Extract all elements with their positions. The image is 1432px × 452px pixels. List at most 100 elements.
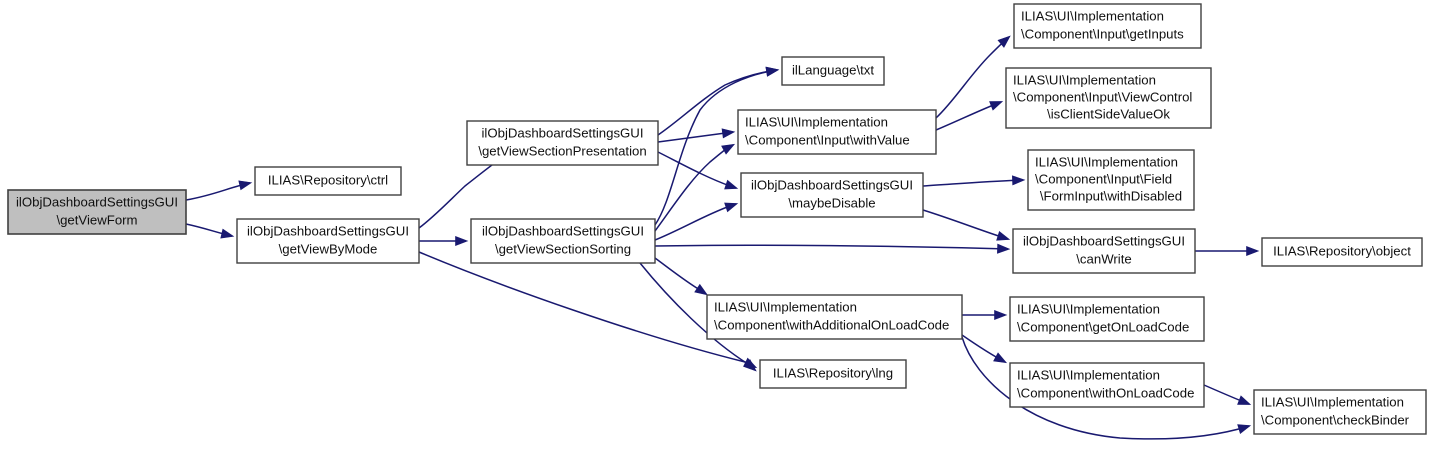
edge-line xyxy=(657,131,734,143)
node-label-line: \isClientSideValueOk xyxy=(1047,106,1170,121)
edge-line xyxy=(654,203,737,241)
edge-getViewForm-to-ctrl xyxy=(185,180,253,201)
node-label-line: \FormInput\withDisabled xyxy=(1040,188,1182,203)
edge-getViewSectionSorting-to-maybeDisable xyxy=(654,202,739,241)
edge-line xyxy=(922,179,1024,187)
arrowhead-icon xyxy=(455,235,469,247)
node-checkBinder[interactable]: ILIAS\UI\Implementation \Component\checkB… xyxy=(1253,389,1427,435)
node-getViewSectionPresentation[interactable]: ilObjDashboardSettingsGUI\getViewSection… xyxy=(466,120,659,166)
node-label-line: ILIAS\UI\Implementation xyxy=(745,114,888,129)
node-label-line: ILIAS\UI\Implementation xyxy=(1017,367,1160,382)
arrowhead-icon xyxy=(996,230,1011,241)
node-getInputs[interactable]: ILIAS\UI\Implementation\Component\Input\… xyxy=(1013,3,1202,49)
node-box[interactable] xyxy=(759,359,907,389)
edge-getViewSectionPresentation-to-maybeDisable xyxy=(657,151,739,190)
node-label-line: ILIAS\UI\Implementation xyxy=(1261,394,1404,409)
edge-withAdditionalOnLoadCode-to-getOnLoadCode xyxy=(962,309,1008,321)
node-box[interactable] xyxy=(466,120,659,166)
node-box[interactable] xyxy=(1009,362,1205,408)
edge-getViewByMode-to-lng xyxy=(418,251,758,369)
node-box[interactable] xyxy=(470,218,656,264)
node-label-line: ILIAS\Repository\object xyxy=(1273,243,1411,258)
edge-getViewSectionPresentation-to-withValue xyxy=(657,128,736,143)
arrowhead-icon xyxy=(724,179,739,190)
node-label-line: \Component\withOnLoadCode xyxy=(1017,385,1194,400)
edge-line xyxy=(961,336,1250,440)
node-label-line: \Component\checkBinder xyxy=(1261,412,1410,427)
edge-line xyxy=(639,262,756,371)
edge-line xyxy=(657,151,737,189)
node-label-line: ILIAS\UI\Implementation xyxy=(1013,72,1156,87)
node-box[interactable] xyxy=(236,218,420,264)
node-box[interactable] xyxy=(737,109,937,155)
node-box[interactable] xyxy=(254,166,402,196)
edge-canWrite-to-object xyxy=(1195,245,1260,257)
edge-line xyxy=(654,69,778,226)
node-label-line: ilObjDashboardSettingsGUI xyxy=(1023,233,1185,248)
edge-getViewSectionSorting-to-canWrite xyxy=(654,243,1011,254)
arrowhead-icon xyxy=(238,180,253,191)
node-box[interactable] xyxy=(706,294,963,340)
node-label-line: ilLanguage\txt xyxy=(792,62,874,77)
node-getOnLoadCode[interactable]: ILIAS\UI\Implementation\Component\getOnL… xyxy=(1009,296,1205,342)
node-withValue[interactable]: ILIAS\UI\Implementation \Component\Input\… xyxy=(737,109,937,155)
node-box[interactable] xyxy=(7,189,187,235)
node-label-line: ILIAS\Repository\ctrl xyxy=(268,172,388,187)
edge-getViewForm-to-getViewByMode xyxy=(185,223,235,239)
edge-withValue-to-isClientSideValueOk xyxy=(935,101,1004,131)
edge-getViewSectionSorting-to-ilLanguageTxt xyxy=(654,66,780,226)
arrowhead-icon xyxy=(997,35,1011,48)
node-withOnLoadCode[interactable]: ILIAS\UI\Implementation \Component\withOn… xyxy=(1009,362,1205,408)
arrowhead-icon xyxy=(1012,175,1026,186)
arrowhead-icon xyxy=(694,283,708,296)
arrowhead-icon xyxy=(743,359,757,372)
arrowhead-icon xyxy=(1237,395,1252,405)
node-withDisabled[interactable]: ILIAS\UI\Implementation\Component\Input\… xyxy=(1027,149,1195,211)
node-withAdditionalOnLoadCode[interactable]: ILIAS\UI\Implementation\Component\withAd… xyxy=(706,294,963,340)
node-label-line: \getViewForm xyxy=(56,212,137,227)
node-layer: ilObjDashboardSettingsGUI\getViewFormILI… xyxy=(7,3,1427,435)
node-getViewSectionSorting[interactable]: ilObjDashboardSettingsGUI\getViewSection… xyxy=(470,218,656,264)
node-box[interactable] xyxy=(1012,228,1196,274)
node-ctrl[interactable]: ILIAS\Repository\ctrl xyxy=(254,166,402,196)
arrowhead-icon xyxy=(724,202,739,213)
edge-getViewSectionSorting-to-withAdditionalOnLoadCode xyxy=(654,257,708,296)
node-ilLanguageTxt[interactable]: ilLanguage\txt xyxy=(781,56,885,86)
node-maybeDisable[interactable]: ilObjDashboardSettingsGUI\maybeDisable xyxy=(740,172,924,218)
node-box[interactable] xyxy=(1009,296,1205,342)
node-label-line: ilObjDashboardSettingsGUI xyxy=(751,177,913,192)
node-box[interactable] xyxy=(740,172,924,218)
node-getViewForm[interactable]: ilObjDashboardSettingsGUI \getViewForm xyxy=(7,189,187,235)
edge-withAdditionalOnLoadCode-to-checkBinder xyxy=(961,336,1252,440)
node-isClientSideValueOk[interactable]: ILIAS\UI\Implementation \Component\Input\… xyxy=(1005,67,1212,129)
node-label-line: ILIAS\Repository\lng xyxy=(773,365,893,380)
node-box[interactable] xyxy=(1013,3,1202,49)
arrowhead-icon xyxy=(993,352,1008,364)
node-box[interactable] xyxy=(1027,149,1195,211)
edge-layer xyxy=(185,35,1260,440)
node-label-line: \Component\withAdditionalOnLoadCode xyxy=(714,317,949,332)
node-box[interactable] xyxy=(1261,237,1423,267)
node-label-line: ilObjDashboardSettingsGUI xyxy=(16,194,178,209)
node-getViewByMode[interactable]: ilObjDashboardSettingsGUI\getViewByMode xyxy=(236,218,420,264)
node-label-line: \Component\Input\ViewControl xyxy=(1013,89,1192,104)
arrowhead-icon xyxy=(765,66,780,77)
edge-line xyxy=(654,244,1009,250)
node-box[interactable] xyxy=(1005,67,1212,129)
node-box[interactable] xyxy=(1253,389,1427,435)
edge-getViewSectionSorting-to-lng xyxy=(639,262,757,372)
edge-getViewByMode-to-getViewSectionSorting xyxy=(419,235,469,247)
edge-maybeDisable-to-withDisabled xyxy=(922,175,1026,187)
node-lng[interactable]: ILIAS\Repository\lng xyxy=(759,359,907,389)
node-label-line: ilObjDashboardSettingsGUI xyxy=(482,223,644,238)
node-canWrite[interactable]: ilObjDashboardSettingsGUI \canWrite xyxy=(1012,228,1196,274)
node-box[interactable] xyxy=(781,56,885,86)
edge-line xyxy=(418,251,756,368)
node-label-line: \canWrite xyxy=(1076,251,1131,266)
node-label-line: \getViewSectionPresentation xyxy=(478,143,646,158)
node-label-line: \Component\Input\withValue xyxy=(745,132,910,147)
node-label-line: ILIAS\UI\Implementation xyxy=(1035,154,1178,169)
node-label-line: \getViewByMode xyxy=(279,241,378,256)
node-object[interactable]: ILIAS\Repository\object xyxy=(1261,237,1423,267)
